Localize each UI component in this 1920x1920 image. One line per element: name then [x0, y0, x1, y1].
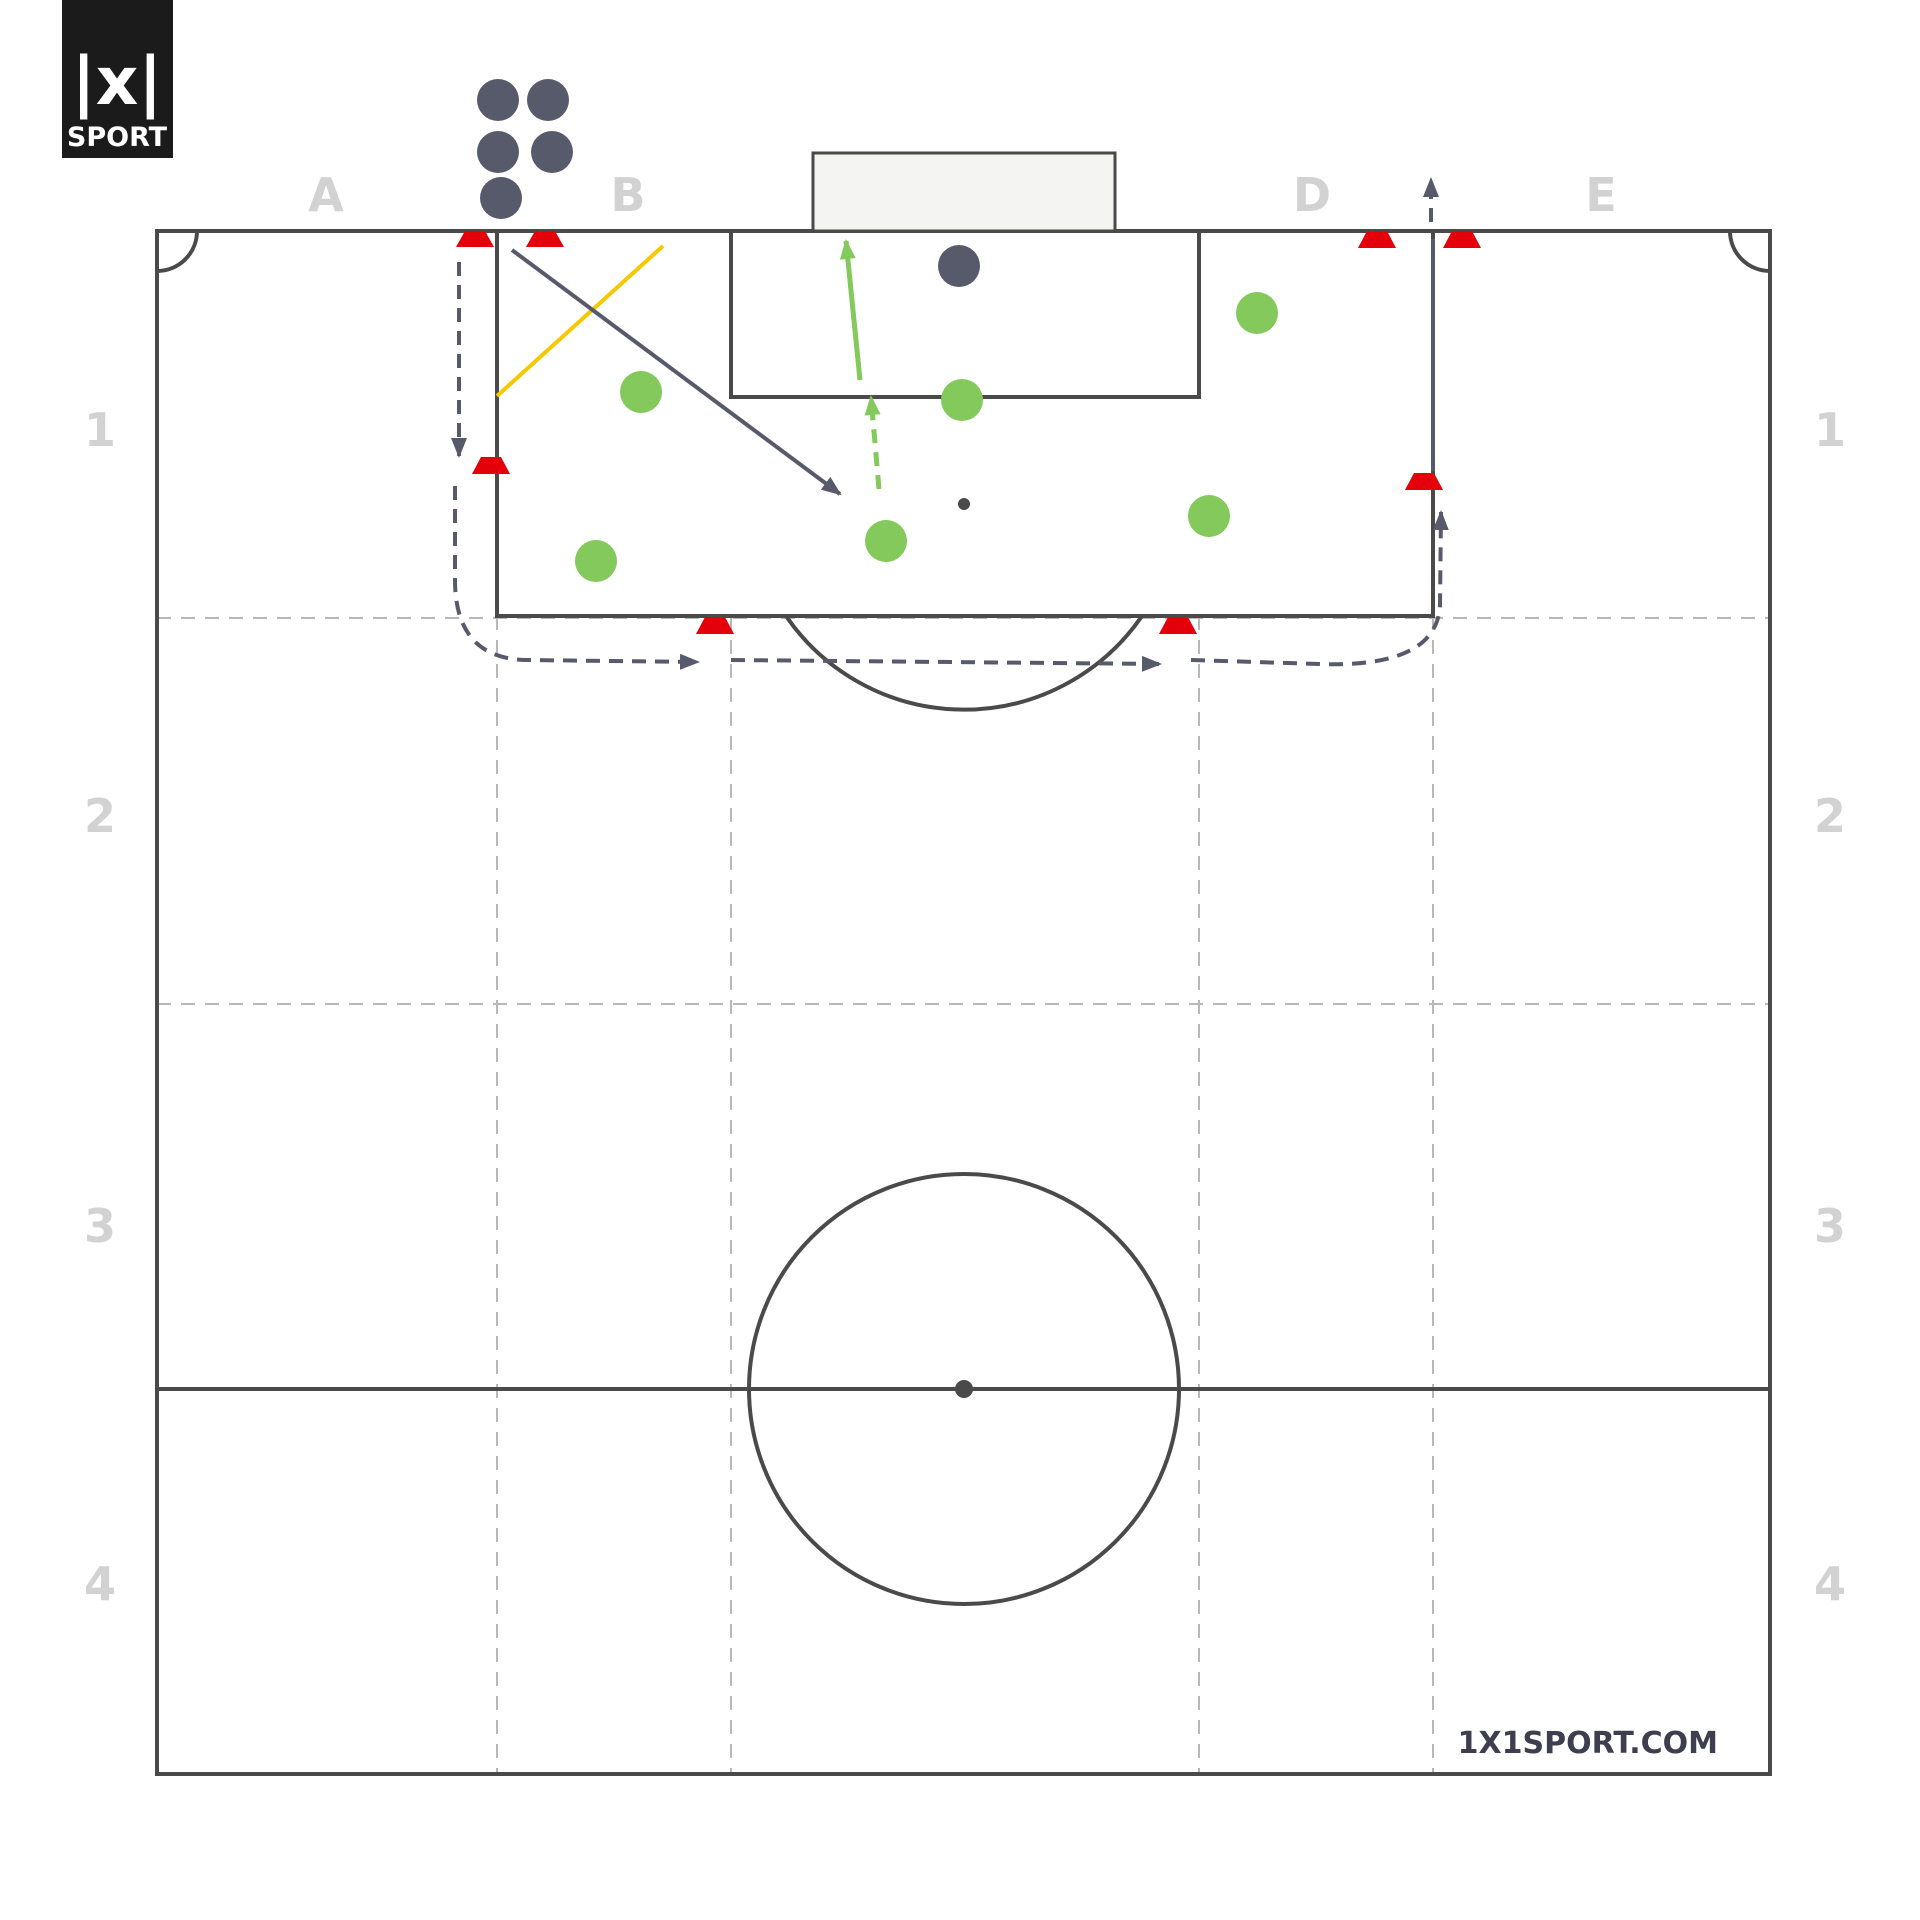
- center-spot: [955, 1380, 973, 1398]
- row-labels-left: 1 2 3 4: [84, 403, 116, 1611]
- cone-marker: [1159, 617, 1197, 634]
- center-circle: [747, 1172, 1181, 1606]
- logo-main-text: |x|: [72, 43, 163, 121]
- cone-marker: [696, 617, 734, 634]
- row-label-4-right: 4: [1814, 1557, 1846, 1611]
- logo-sub-text: SPORT: [67, 122, 168, 153]
- column-label-b: B: [610, 168, 645, 222]
- column-label-a: A: [308, 168, 344, 222]
- corner-arc-right: [1728, 230, 1771, 273]
- goalkeeper-player: [938, 245, 980, 287]
- defender-player: [941, 379, 983, 421]
- green-run-arrow: [864, 395, 882, 490]
- penalty-spot: [958, 498, 970, 510]
- cones: [456, 231, 1481, 634]
- row-label-3-right: 3: [1814, 1199, 1846, 1253]
- attacker-queue: [477, 79, 573, 219]
- run-path-middle: [730, 655, 1162, 672]
- cone-marker: [1358, 231, 1396, 248]
- yellow-line: [495, 244, 665, 398]
- penalty-area: [495, 229, 1435, 618]
- run-path-around-box: [453, 486, 700, 670]
- defender-player: [1236, 292, 1278, 334]
- row-labels-right: 1 2 3 4: [1814, 403, 1846, 1611]
- run-path-right: [1190, 510, 1449, 667]
- website-label: 1X1SPORT.COM: [1458, 1726, 1718, 1761]
- pitch-boundary: [155, 229, 1772, 1776]
- cone-marker: [526, 231, 564, 247]
- column-label-d: D: [1293, 168, 1331, 222]
- cone-marker: [472, 457, 510, 474]
- row-label-1-right: 1: [1814, 403, 1846, 457]
- cone-marker: [1405, 473, 1443, 490]
- green-shot-arrow: [839, 239, 863, 381]
- pass-arrow: [510, 248, 842, 496]
- corner-arc-left: [156, 230, 199, 273]
- row-label-3-left: 3: [84, 1199, 116, 1253]
- row-label-1-left: 1: [84, 403, 116, 457]
- cone-marker: [1443, 231, 1481, 248]
- pitch-markings: [155, 229, 1772, 1776]
- attacker-player: [527, 79, 569, 121]
- attacker-player: [480, 177, 522, 219]
- column-label-e: E: [1585, 168, 1616, 222]
- row-label-2-right: 2: [1814, 789, 1846, 843]
- defenders: [575, 292, 1278, 582]
- row-label-4-left: 4: [84, 1557, 116, 1611]
- attacker-player: [477, 131, 519, 173]
- row-label-2-left: 2: [84, 789, 116, 843]
- defender-player: [620, 371, 662, 413]
- movement-arrows: [451, 177, 1449, 672]
- defender-player: [575, 540, 617, 582]
- cone-marker: [456, 231, 494, 247]
- attacker-player: [531, 131, 573, 173]
- goal: [811, 151, 1117, 233]
- brand-logo: |x| SPORT: [62, 0, 173, 158]
- defender-player: [1188, 495, 1230, 537]
- zone-grid: [157, 616, 1770, 1774]
- defender-player: [865, 520, 907, 562]
- attacker-player: [477, 79, 519, 121]
